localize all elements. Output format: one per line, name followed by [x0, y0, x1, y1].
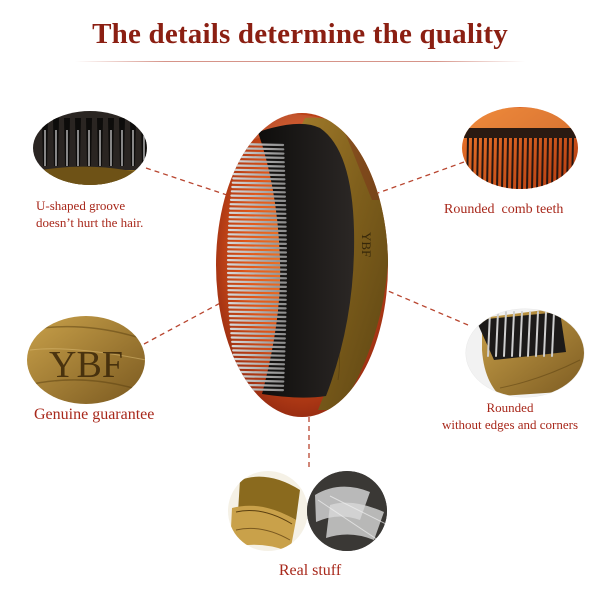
- logo-detail-photo: YBF: [27, 316, 145, 404]
- groove-caption-line1: U-shaped groove: [36, 198, 126, 213]
- main-comb-photo: YBF: [216, 113, 388, 417]
- leader-teeth: [377, 161, 465, 194]
- edges-caption-line2: without edges and corners: [441, 417, 579, 432]
- edges-caption: Rounded without edges and corners: [430, 399, 590, 433]
- material-caption: Real stuff: [278, 562, 342, 579]
- comb-brand-mark: YBF: [359, 232, 374, 257]
- edges-caption-line1: Rounded: [486, 400, 534, 415]
- leader-edges: [373, 284, 469, 326]
- comb-teeth: [226, 142, 288, 392]
- title-divider: [75, 61, 525, 62]
- groove-caption: U-shaped groove doesn’t hurt the hair.: [36, 197, 143, 231]
- teeth-caption: Rounded comb teeth: [444, 202, 564, 217]
- material-horn-photo: [307, 471, 387, 551]
- groove-detail-photo: [33, 111, 147, 185]
- teeth-detail-photo: [462, 107, 578, 189]
- logo-caption: Genuine guarantee: [34, 406, 155, 423]
- groove-caption-line2: doesn’t hurt the hair.: [36, 215, 144, 230]
- leader-logo: [143, 299, 227, 345]
- logo-engraving: YBF: [49, 344, 123, 386]
- leader-lines: [143, 161, 469, 470]
- edges-detail-photo: [465, 308, 585, 398]
- material-wood-photo: [228, 471, 308, 551]
- leader-groove: [145, 167, 231, 197]
- page-title: The details determine the quality: [92, 18, 508, 50]
- material-detail-photos: [228, 471, 387, 551]
